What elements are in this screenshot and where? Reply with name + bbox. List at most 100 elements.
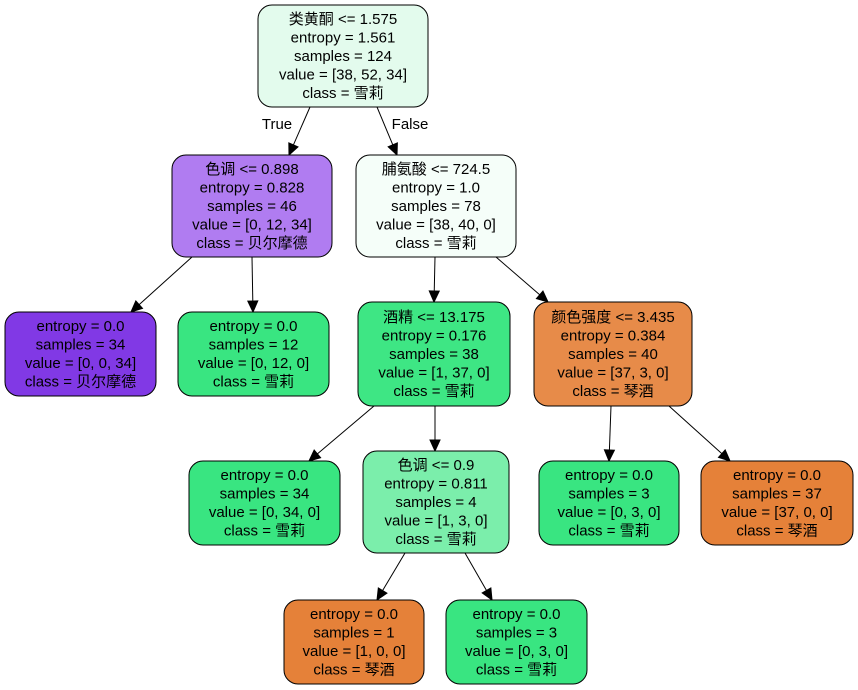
edge-line: [495, 256, 541, 296]
node-text-line: class = 贝尔摩德: [25, 373, 136, 391]
node-box: [283, 599, 425, 685]
edge-n5-n6: [308, 405, 375, 462]
node-box: [700, 460, 854, 546]
edge-line: [292, 106, 311, 146]
node-text-line: 色调 <= 0.898: [205, 161, 298, 178]
node-text-line: class = 贝尔摩德: [196, 234, 307, 252]
edge-n0-n1: True: [262, 106, 311, 157]
node-text-line: 类黄酮 <= 1.575: [289, 11, 397, 28]
node-text-line: class = 雪莉: [476, 662, 557, 679]
edge-line: [251, 256, 254, 302]
node-text-line: value = [0, 3, 0]: [558, 504, 661, 521]
node-text-line: samples = 4: [395, 494, 476, 511]
node-box: [355, 154, 517, 258]
node-text-line: class = 雪莉: [395, 235, 476, 252]
edge-line: [138, 256, 193, 306]
node-text-line: samples = 1: [313, 625, 394, 642]
arrowhead-icon: [376, 587, 388, 602]
node-box: [445, 599, 588, 685]
node-text-line: entropy = 0.828: [200, 179, 305, 196]
node-text-line: 酒精 <= 13.175: [383, 309, 485, 326]
node-text-line: 色调 <= 0.9: [398, 457, 475, 474]
node-text-line: samples = 34: [36, 337, 126, 354]
node-text-line: samples = 124: [294, 48, 392, 65]
node-text-line: class = 雪莉: [568, 523, 649, 540]
arrowhead-icon: [481, 587, 493, 602]
edge-line: [464, 552, 487, 591]
edge-n10-n12: [668, 405, 731, 462]
node-text-line: entropy = 0.0: [37, 318, 125, 335]
node-text-line: class = 雪莉: [302, 85, 383, 102]
node-text-line: value = [0, 12, 34]: [192, 216, 312, 233]
node-text-line: entropy = 0.176: [382, 327, 487, 344]
node-text-line: entropy = 0.0: [733, 467, 821, 484]
arrowhead-icon: [308, 449, 322, 462]
node-text-line: value = [37, 0, 0]: [721, 504, 832, 521]
node-box: [188, 460, 341, 546]
node-text-line: samples = 38: [389, 346, 479, 363]
node-text-line: entropy = 0.0: [221, 467, 309, 484]
edge-n5-n7: [429, 406, 441, 453]
edge-label: True: [262, 116, 292, 133]
edge-line: [668, 405, 723, 455]
node-box: [538, 460, 680, 546]
node-text-line: class = 琴酒: [572, 383, 653, 400]
node-text-line: class = 琴酒: [736, 523, 817, 540]
node-text-line: entropy = 1.0: [392, 179, 480, 196]
node-text-line: samples = 78: [391, 198, 481, 215]
node-text-line: class = 雪莉: [395, 531, 476, 548]
node-text-line: class = 雪莉: [224, 523, 305, 540]
edge-n4-n5: [428, 256, 441, 304]
arrowhead-icon: [288, 142, 299, 157]
node-text-line: value = [0, 34, 0]: [209, 504, 320, 521]
node-text-line: value = [1, 37, 0]: [378, 364, 489, 381]
node-text-line: samples = 3: [568, 486, 649, 503]
node-text-line: samples = 46: [207, 198, 297, 215]
node-text-line: value = [0, 12, 0]: [198, 355, 309, 372]
node-box: [4, 311, 157, 397]
node-text-line: samples = 3: [476, 625, 557, 642]
arrowhead-icon: [429, 439, 441, 453]
node-text-line: value = [1, 0, 0]: [303, 643, 406, 660]
node-text-line: entropy = 0.384: [561, 327, 666, 344]
node-text-line: class = 琴酒: [313, 662, 394, 679]
node-box: [257, 4, 429, 108]
edge-n7-n8: [376, 552, 406, 602]
node-text-line: 颜色强度 <= 3.435: [551, 309, 674, 326]
edge-label: False: [392, 116, 429, 133]
edge-n1-n2: [130, 256, 193, 313]
node-text-line: samples = 34: [220, 486, 310, 503]
node-text-line: samples = 37: [732, 486, 822, 503]
arrowhead-icon: [387, 142, 398, 157]
edge-n0-n4: False: [376, 106, 429, 157]
arrowhead-icon: [130, 300, 144, 313]
node-box: [362, 450, 510, 554]
arrowhead-icon: [247, 300, 259, 314]
arrowhead-icon: [603, 449, 616, 463]
node-text-line: entropy = 0.0: [473, 606, 561, 623]
edge-line: [376, 106, 394, 146]
node-text-line: entropy = 1.561: [291, 29, 396, 46]
node-text-line: class = 雪莉: [213, 374, 294, 391]
node-box: [357, 301, 511, 407]
node-text-line: samples = 12: [209, 337, 299, 354]
node-text-line: entropy = 0.0: [210, 318, 298, 335]
node-text-line: value = [37, 3, 0]: [557, 364, 668, 381]
node-text-line: entropy = 0.0: [310, 606, 398, 623]
node-text-line: value = [38, 52, 34]: [279, 66, 407, 83]
edge-n10-n11: [603, 405, 616, 463]
node-box: [177, 311, 330, 397]
node-box: [533, 301, 693, 407]
